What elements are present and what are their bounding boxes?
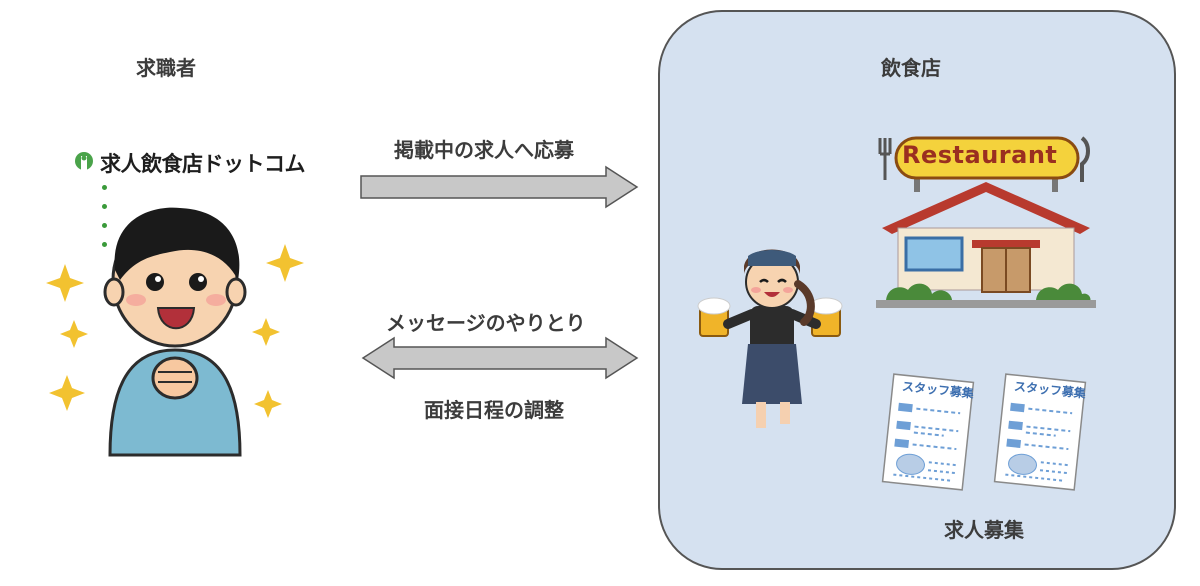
apply-arrow-icon	[360, 165, 639, 209]
messages-label: メッセージのやりとり	[386, 311, 586, 335]
logo-text: 求人飲食店ドットコム	[100, 152, 306, 176]
job-seeker-title: 求職者	[136, 56, 196, 80]
restaurant-title: 飲食店	[881, 56, 941, 80]
restaurant-building-illustration	[876, 136, 1096, 308]
recruit-flyer-icon	[881, 373, 975, 491]
recruit-flyer-icon	[993, 373, 1087, 491]
bidirectional-arrow-icon	[361, 336, 639, 380]
logo-dots	[102, 175, 112, 251]
restaurant-sign-text: Restaurant	[902, 141, 1058, 169]
waitress-illustration	[697, 249, 843, 428]
job-seeker-illustration	[46, 207, 304, 457]
apply-label: 掲載中の求人へ応募	[394, 138, 574, 162]
recruit-label: 求人募集	[944, 518, 1024, 542]
logo-mark-icon	[75, 152, 93, 170]
sparkle-icon	[46, 244, 304, 418]
interview-label: 面接日程の調整	[424, 398, 564, 422]
beer-mug-icon	[697, 297, 843, 337]
